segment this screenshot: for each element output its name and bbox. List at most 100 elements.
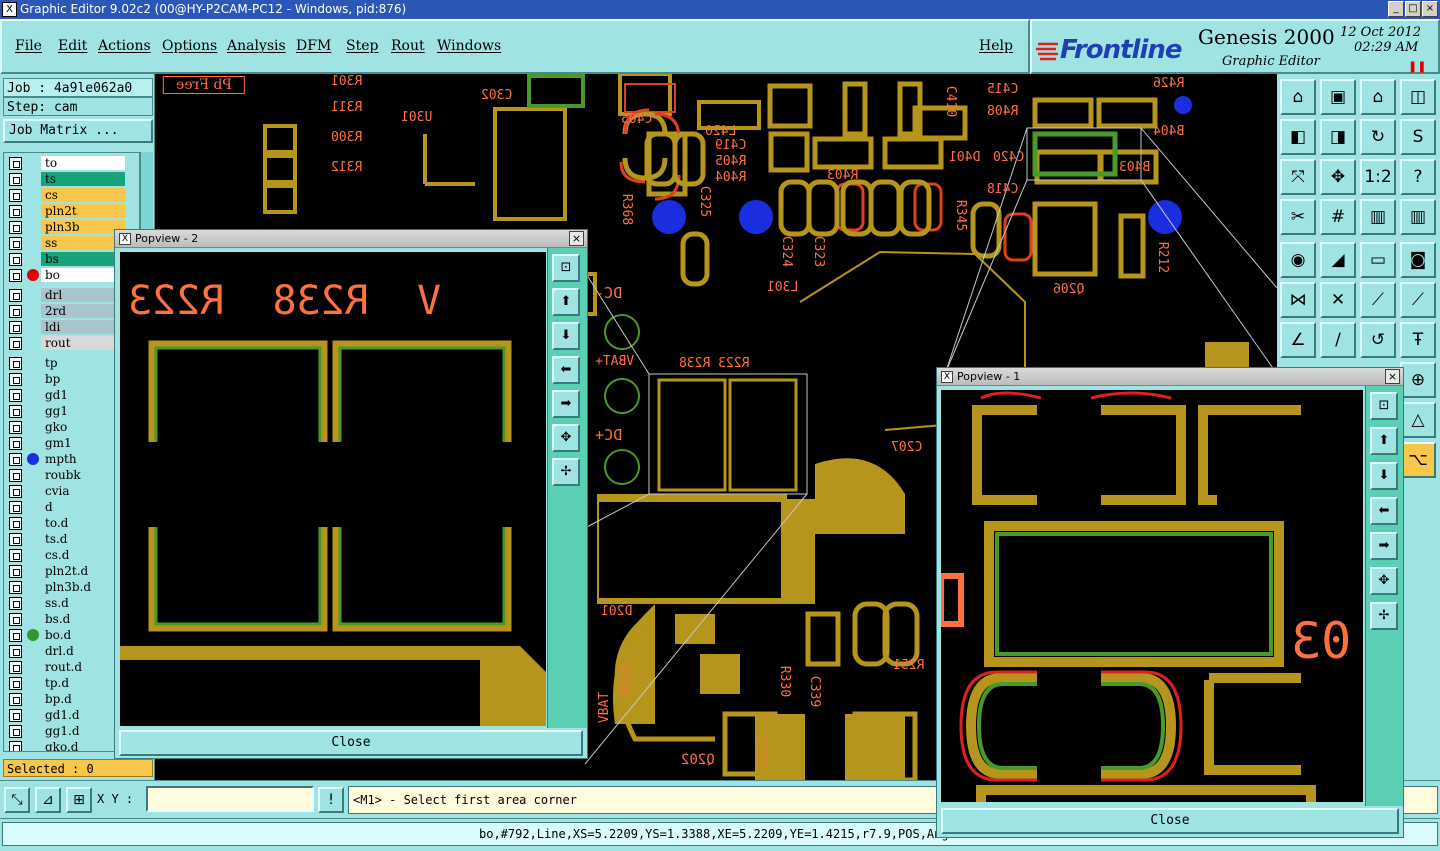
layer-colors-icon[interactable]: ▥ [1360,199,1396,235]
layer-checkbox[interactable] [9,205,22,218]
popview-1-canvas[interactable]: 03 [941,390,1363,802]
layer-checkbox[interactable] [9,253,22,266]
layer-row-ss[interactable]: ss [4,235,139,251]
pv-pan-down-icon[interactable]: ⬇ [1370,462,1398,490]
pv-zoom-out-icon[interactable]: ✥ [552,424,580,452]
layer-name[interactable]: cvia [41,484,125,498]
pv-zoom-in-icon[interactable]: ⊡ [552,254,580,282]
layer-name[interactable]: d [41,500,125,514]
grid-icon[interactable]: # [1320,199,1356,235]
layer-checkbox[interactable] [9,337,22,350]
pv-pan-left-icon[interactable]: ⬅ [1370,497,1398,525]
layer-row-2rd[interactable]: 2rd [4,303,139,319]
surface-icon[interactable]: ⊕ [1400,362,1436,398]
layer-name[interactable]: 2rd [41,304,125,318]
layer-checkbox[interactable] [9,533,22,546]
split-view-icon[interactable]: ◫ [1400,79,1436,115]
layer-checkbox[interactable] [9,613,22,626]
layer-checkbox[interactable] [9,437,22,450]
connect-nodes-icon[interactable]: ⋈ [1280,282,1316,318]
menu-file[interactable]: File [15,38,42,54]
add-arc-line-icon[interactable]: ⟋ [1400,282,1436,318]
app-icon[interactable]: X [2,2,17,17]
pv-pan-left-icon[interactable]: ⬅ [552,356,580,384]
layer-row-bs-d[interactable]: bs.d [4,611,139,627]
menu-step[interactable]: Step [346,38,379,54]
layer-row-gm1[interactable]: gm1 [4,435,139,451]
layer-row-to[interactable]: to [4,155,139,171]
layer-name[interactable]: gd1 [41,388,125,402]
grid-snap-icon[interactable]: ⊞ [66,787,92,813]
layer-name[interactable]: bs.d [41,612,125,626]
layer-row-gd1[interactable]: gd1 [4,387,139,403]
layer-row-tp[interactable]: tp [4,355,139,371]
layer-checkbox[interactable] [9,389,22,402]
window-menu-icon[interactable]: X [941,371,953,383]
zoom-area-icon[interactable]: ⤡ [4,787,30,813]
layer-name[interactable]: gd1.d [41,708,125,722]
layer-row-ts-d[interactable]: ts.d [4,531,139,547]
layer-name[interactable]: to.d [41,516,125,530]
layer-name[interactable]: roubk [41,468,125,482]
pv-zoom-in-icon[interactable]: ⊡ [1370,392,1398,420]
rotate-view-icon[interactable]: ↻ [1360,119,1396,155]
layer-row-roubk[interactable]: roubk [4,467,139,483]
layer-checkbox[interactable] [9,725,22,738]
pv-fit-icon[interactable]: ✢ [1370,602,1398,630]
layer-row-gg1[interactable]: gg1 [4,403,139,419]
layer-checkbox[interactable] [9,357,22,370]
layer-checkbox[interactable] [9,597,22,610]
layer-checkbox[interactable] [9,305,22,318]
ruler-icon[interactable]: ▭ [1360,242,1396,278]
menu-help[interactable]: Help [979,38,1013,54]
pv-fit-icon[interactable]: ✢ [552,458,580,486]
board-graphics[interactable] [155,74,1277,780]
layer-checkbox[interactable] [9,645,22,658]
popview-2-close-button[interactable]: Close [119,730,583,756]
layer-name[interactable]: ts.d [41,532,125,546]
help-query-icon[interactable]: ? [1400,159,1436,195]
layer-checkbox[interactable] [9,157,22,170]
pv-pan-right-icon[interactable]: ➡ [1370,532,1398,560]
measure-tools-icon[interactable]: ✂ [1280,199,1316,235]
layer-row-drl-d[interactable]: drl.d [4,643,139,659]
pan-left-icon[interactable]: ◧ [1280,119,1316,155]
layer-row-d[interactable]: d [4,499,139,515]
route-select-icon[interactable]: ⌥ [1400,442,1436,478]
zoom-1to1-icon[interactable]: 1:2 [1360,159,1396,195]
select-area-icon[interactable]: ◙ [1400,242,1436,278]
cross-icon[interactable]: ✕ [1320,282,1356,318]
layer-name[interactable]: bo.d [41,628,125,642]
layer-checkbox[interactable] [9,289,22,302]
layer-row-ss-d[interactable]: ss.d [4,595,139,611]
draw-line-icon[interactable]: ◢ [1320,242,1356,278]
layer-name[interactable]: ldi [41,320,125,334]
layer-checkbox[interactable] [9,421,22,434]
layer-row-mpth[interactable]: mpth [4,451,139,467]
popview-2-canvas[interactable]: V R238 R223 [120,252,546,726]
layer-name[interactable]: cs.d [41,548,125,562]
layer-name[interactable]: bp.d [41,692,125,706]
layer-row-ldi[interactable]: ldi [4,319,139,335]
layer-checkbox[interactable] [9,693,22,706]
layer-name[interactable]: ss.d [41,596,125,610]
layer-row-drl[interactable]: drl [4,287,139,303]
home-view-icon[interactable]: ⌂ [1280,79,1316,115]
layer-name[interactable]: rout.d [41,660,125,674]
layer-row-pln2t-d[interactable]: pln2t.d [4,563,139,579]
layer-name[interactable]: drl.d [41,644,125,658]
layer-checkbox[interactable] [9,173,22,186]
layer-row-cs-d[interactable]: cs.d [4,547,139,563]
layer-row-bp-d[interactable]: bp.d [4,691,139,707]
pan-right-icon[interactable]: ◨ [1320,119,1356,155]
layer-name[interactable]: pln2t.d [41,564,125,578]
layer-checkbox[interactable] [9,565,22,578]
layer-checkbox[interactable] [9,581,22,594]
menu-edit[interactable]: Edit [58,38,88,54]
popview-1-close-button[interactable]: Close [941,808,1399,834]
slash-line-icon[interactable]: / [1320,322,1356,358]
menu-options[interactable]: Options [162,38,218,54]
layer-row-pln3b[interactable]: pln3b [4,219,139,235]
layer-row-to-d[interactable]: to.d [4,515,139,531]
layer-name[interactable]: ss [41,236,125,250]
